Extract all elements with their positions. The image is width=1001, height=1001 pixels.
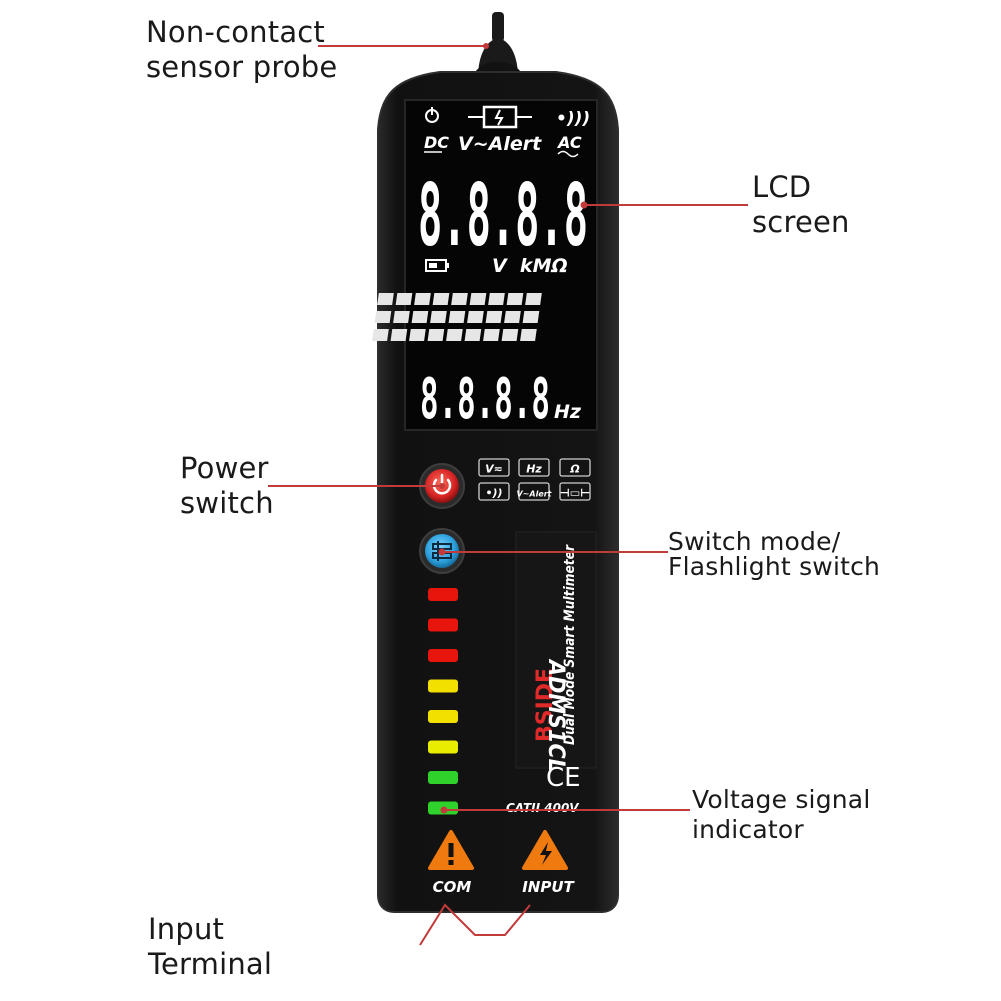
continuity-icon: •))) bbox=[556, 109, 590, 129]
bargraph-segment bbox=[506, 293, 524, 305]
voltage-led bbox=[428, 679, 458, 693]
mode-label-text: V~Alert bbox=[516, 490, 552, 499]
ce-mark: CE bbox=[546, 763, 581, 793]
voltage-led-column bbox=[428, 588, 458, 815]
bargraph-segment bbox=[411, 311, 429, 323]
bargraph-segment bbox=[430, 311, 447, 323]
mode-callout-line-1: Switch mode/ bbox=[668, 527, 841, 556]
mode-label-text: V≂ bbox=[485, 463, 503, 476]
mode-label-text: •)) bbox=[485, 487, 502, 500]
mode-label-text: Ω bbox=[569, 463, 579, 476]
bargraph-segment bbox=[432, 293, 450, 305]
category-rating: CATII 400V bbox=[506, 801, 580, 815]
com-warning-icon bbox=[428, 830, 474, 870]
lcd-callout-line-1: LCD bbox=[752, 170, 812, 204]
bargraph-segment bbox=[520, 329, 537, 341]
ac-wave-icon bbox=[557, 150, 579, 158]
lcd-sub-readout: 8.8.8.8 bbox=[420, 367, 550, 432]
terminal-callout: Input Terminal bbox=[148, 912, 272, 982]
mode-label-box bbox=[478, 458, 510, 477]
power-callout: Power switch bbox=[180, 451, 274, 521]
probe-callout-line-2: sensor probe bbox=[146, 50, 338, 84]
mode-label-text: ⊣▭⊢ bbox=[560, 487, 591, 500]
bargraph-segment bbox=[446, 329, 463, 341]
bargraph-segment bbox=[409, 329, 426, 341]
bargraph-segment bbox=[483, 329, 500, 341]
model-name: ADMS1CL bbox=[543, 658, 568, 772]
bargraph-segment bbox=[427, 329, 445, 341]
voltage-led bbox=[428, 649, 458, 662]
com-terminal-label: COM bbox=[433, 878, 472, 896]
callout-dots bbox=[438, 43, 588, 814]
bargraph-segment bbox=[464, 329, 482, 341]
voltage-callout: Voltage signal indicator bbox=[692, 785, 870, 845]
lcd-hz-label: Hz bbox=[554, 401, 582, 423]
probe-callout-line-1: Non-contact bbox=[146, 15, 326, 49]
brand-name: BSIDE bbox=[533, 668, 558, 742]
bargraph-segment bbox=[372, 329, 389, 341]
lcd-callout: LCD screen bbox=[752, 170, 850, 240]
brand-panel: BSIDE ADMS1CL Dual Mode Smart Multimeter bbox=[515, 531, 597, 772]
terminal-callout-line-1: Input bbox=[148, 912, 225, 946]
lcd-ac-label: AC bbox=[556, 133, 582, 152]
bargraph-segment bbox=[451, 293, 468, 305]
bargraph-segment bbox=[467, 311, 484, 323]
bargraph-segment bbox=[501, 329, 519, 341]
battery-icon bbox=[425, 259, 449, 272]
callout-lines bbox=[268, 45, 748, 946]
bargraph-segment bbox=[469, 293, 487, 305]
voltage-led bbox=[428, 710, 458, 723]
diode-icon bbox=[468, 105, 532, 129]
voltage-led bbox=[428, 771, 458, 784]
input-terminal-label: INPUT bbox=[522, 878, 575, 896]
terminal-callout-line-2: Terminal bbox=[148, 947, 273, 981]
bargraph-segment bbox=[488, 293, 505, 305]
mode-callout: Switch mode/ Flashlight switch bbox=[668, 529, 880, 579]
probe-callout: Non-contact sensor probe bbox=[146, 15, 337, 85]
mode-label-text: Hz bbox=[526, 463, 542, 476]
mode-label-box bbox=[559, 482, 591, 501]
bargraph-segment bbox=[393, 311, 410, 323]
lcd-alert-label: V~Alert bbox=[458, 133, 542, 155]
lcd-main-readout: 8.8.8.8 bbox=[418, 166, 588, 266]
bargraph-segment bbox=[414, 293, 431, 305]
mode-label-box bbox=[478, 482, 510, 501]
voltage-led bbox=[428, 618, 458, 632]
mode-label-box bbox=[518, 482, 550, 501]
bargraph-segment bbox=[390, 329, 408, 341]
lcd-screen: •))) DC V~Alert AC 8.8.8.8 V kMΩ 8.8.8.8… bbox=[372, 99, 598, 432]
voltage-led bbox=[428, 588, 458, 601]
mode-label-grid: V≂ Hz Ω •)) V~Alert ⊣▭⊢ bbox=[478, 458, 591, 501]
terminal-leader-line bbox=[419, 903, 531, 946]
bargraph-segment bbox=[485, 311, 503, 323]
voltage-callout-line-1: Voltage signal bbox=[692, 785, 871, 814]
bargraph-segment bbox=[395, 293, 413, 305]
bargraph-segment bbox=[504, 311, 521, 323]
power-callout-line-2: switch bbox=[180, 486, 274, 520]
lcd-bargraph bbox=[372, 293, 542, 341]
voltage-led bbox=[428, 740, 458, 754]
lcd-dc-label: DC bbox=[424, 133, 449, 152]
bargraph-segment bbox=[525, 293, 542, 305]
brand-tagline: Dual Mode Smart Multimeter bbox=[562, 544, 578, 745]
mode-label-box bbox=[559, 458, 591, 477]
lcd-callout-line-2: screen bbox=[752, 205, 850, 239]
power-callout-line-1: Power bbox=[180, 451, 269, 485]
mode-label-box bbox=[518, 458, 550, 477]
mode-callout-line-2: Flashlight switch bbox=[668, 552, 881, 581]
bargraph-segment bbox=[374, 311, 392, 323]
power-off-icon bbox=[425, 107, 439, 123]
bargraph-segment bbox=[522, 311, 540, 323]
bargraph-segment bbox=[448, 311, 466, 323]
input-warning-icon bbox=[522, 830, 568, 870]
bargraph-segment bbox=[377, 293, 394, 305]
lcd-units-label: V kMΩ bbox=[492, 255, 568, 277]
voltage-callout-line-2: indicator bbox=[692, 815, 804, 844]
